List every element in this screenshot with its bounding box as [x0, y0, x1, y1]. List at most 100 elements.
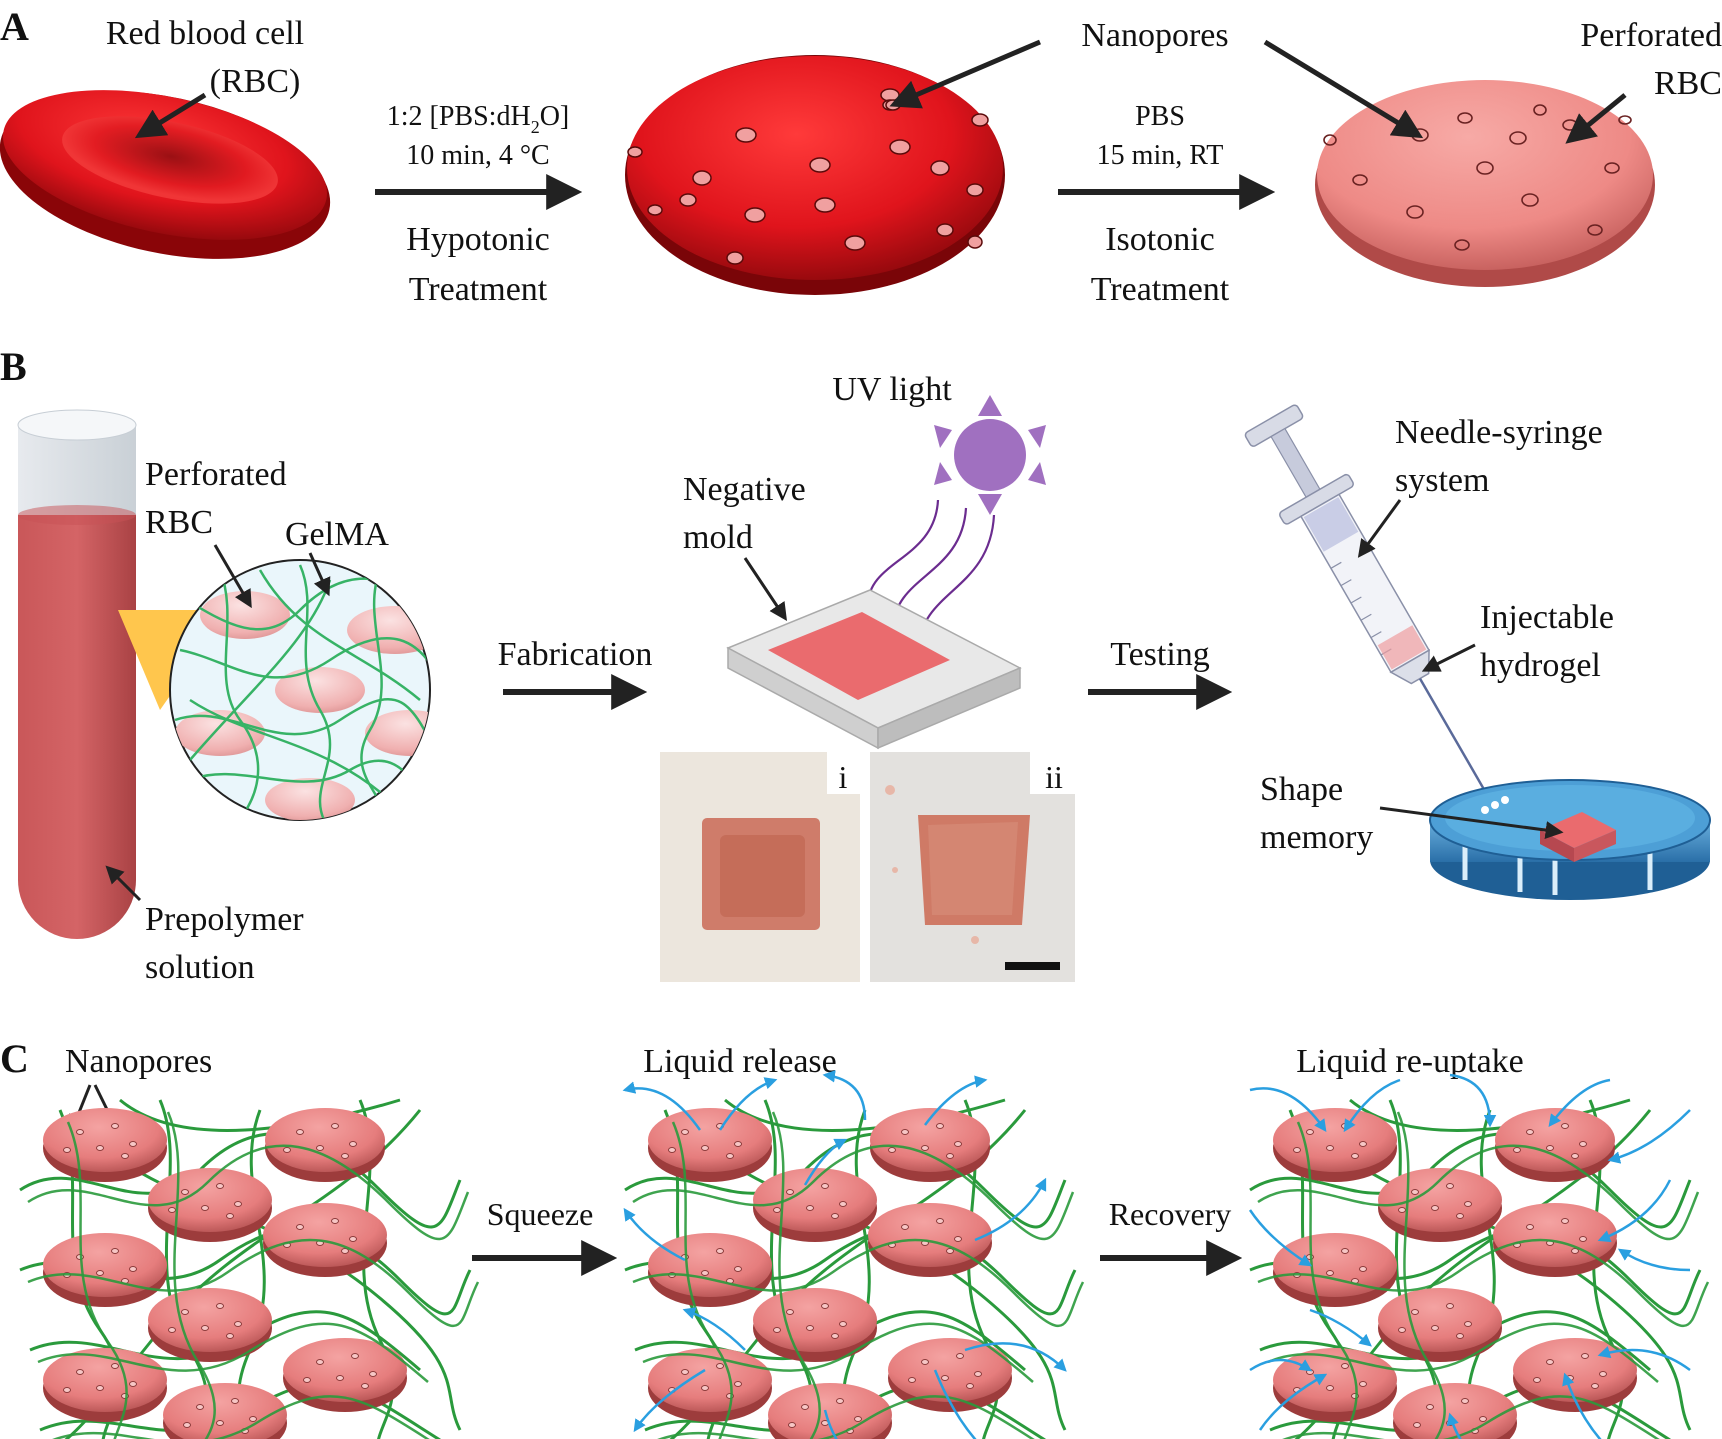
- nanopore: [226, 1213, 234, 1219]
- nanopore: [1431, 1205, 1439, 1211]
- prepolymer-label-line1: Prepolymer: [145, 901, 304, 938]
- nanopore: [786, 1309, 794, 1315]
- perforated-rbc-cell: [888, 1338, 1012, 1412]
- uv-light-label: UV light: [832, 371, 952, 408]
- cell-body: [1378, 1288, 1502, 1352]
- nanopore: [76, 1129, 84, 1135]
- cell-body: [1493, 1203, 1617, 1267]
- nanopore: [129, 1141, 137, 1147]
- shape-memory-label-line1: Shape: [1260, 771, 1343, 808]
- syringe-label-line1: Needle-syringe: [1395, 414, 1603, 451]
- nanopores-pointer: [889, 39, 1041, 109]
- liquid-flow-arrow: [964, 1342, 1067, 1372]
- nanopore: [296, 1129, 304, 1135]
- nanopore: [349, 1141, 357, 1147]
- hydrogel-fiber: [1349, 1098, 1631, 1132]
- nanopore: [701, 1385, 709, 1391]
- nanopore: [954, 1141, 962, 1147]
- negative-mold-pointer: [743, 557, 787, 621]
- nanopore: [1533, 1377, 1541, 1383]
- nanopore: [821, 1183, 829, 1189]
- liquid-flow-arrow: [633, 1368, 706, 1433]
- nanopore: [216, 1183, 224, 1189]
- cell-body: [1273, 1108, 1397, 1172]
- magnified-gel-view: [169, 559, 431, 821]
- nanopore: [901, 1224, 909, 1230]
- nanopore: [801, 1404, 809, 1410]
- nanopore: [1398, 1327, 1406, 1333]
- nanopore: [936, 1123, 944, 1129]
- nanopore: [954, 1236, 962, 1242]
- nanopore: [201, 1205, 209, 1211]
- perforated-rbc-cell: [648, 1233, 772, 1307]
- recovery-label: Recovery: [1109, 1196, 1232, 1232]
- nanopore: [1446, 1183, 1454, 1189]
- cell-body: [753, 1288, 877, 1352]
- nanopore: [121, 1153, 129, 1159]
- prepolymer-label-line2: solution: [145, 949, 255, 986]
- nanopore: [316, 1145, 324, 1151]
- hydrogel-cluster-squeezed: [622, 1070, 1085, 1439]
- liquid-flow-arrow: [1258, 1373, 1328, 1431]
- hypotonic-name-line2: Treatment: [409, 271, 548, 308]
- liquid-flow-arrow: [822, 1070, 867, 1121]
- rbc-label-line1: Red blood cell: [106, 15, 304, 52]
- nanopore: [181, 1309, 189, 1315]
- syringe-illustration: [1244, 404, 1512, 836]
- nanopore: [1591, 1383, 1599, 1389]
- liquid-flow-arrow: [623, 1207, 686, 1262]
- nanopore: [1546, 1145, 1554, 1151]
- nanopore: [1479, 1416, 1487, 1422]
- cell-body: [263, 1203, 387, 1267]
- nanopore: [183, 1422, 191, 1428]
- nanopore: [1571, 1153, 1579, 1159]
- hydrogel-fiber: [119, 1098, 401, 1132]
- liquid-flow-arrow: [1607, 1109, 1691, 1164]
- nanopore: [111, 1363, 119, 1369]
- hydrogel-fiber: [671, 1121, 733, 1439]
- nanopore: [836, 1398, 844, 1404]
- nanopore: [726, 1153, 734, 1159]
- cell-body: [1495, 1108, 1615, 1172]
- liquid-flow-arrow: [682, 1307, 746, 1351]
- fabrication-label: Fabrication: [498, 636, 653, 673]
- nanopore: [831, 1333, 839, 1339]
- cell-body: [43, 1233, 167, 1297]
- liquid-flow-arrow: [1248, 1209, 1313, 1267]
- hypotonic-conditions-line2: 10 min, 4 °C: [406, 140, 549, 171]
- hydrogel-fiber: [79, 1128, 462, 1431]
- nanopore: [351, 1353, 359, 1359]
- perforated-rbc-cell: [753, 1288, 877, 1362]
- hydrogel-fiber: [1267, 1322, 1659, 1383]
- perforated-rbc-cell: [265, 1108, 385, 1182]
- syringe-label-line2: system: [1395, 462, 1489, 499]
- nanopore: [369, 1371, 377, 1377]
- hydrogel-fiber: [1282, 1395, 1660, 1439]
- nanopore: [111, 1248, 119, 1254]
- nanopore: [1599, 1371, 1607, 1377]
- nanopore: [1341, 1363, 1349, 1369]
- hydrogel-fiber: [1396, 1111, 1446, 1439]
- nanopores-label-a: Nanopores: [1081, 17, 1228, 54]
- hydrogel-fiber: [724, 1098, 1006, 1132]
- perforated-rbc-cell: [1273, 1348, 1397, 1422]
- cell-body: [265, 1108, 385, 1172]
- nanopore: [336, 1375, 344, 1381]
- nanopore: [341, 1248, 349, 1254]
- perforated-rbc-cell: [1273, 1108, 1397, 1182]
- nanopore: [96, 1145, 104, 1151]
- nanopore: [839, 1201, 847, 1207]
- nanopore: [216, 1303, 224, 1309]
- squeeze-label: Squeeze: [487, 1196, 594, 1232]
- nanopore: [1571, 1248, 1579, 1254]
- nanopore: [681, 1369, 689, 1375]
- test-tube-illustration: [17, 409, 137, 939]
- nanopore: [1306, 1129, 1314, 1135]
- nanopore: [921, 1145, 929, 1151]
- nanopore: [806, 1205, 814, 1211]
- injectable-label-line2: hydrogel: [1480, 647, 1601, 684]
- hydrogel-fiber: [632, 1144, 1075, 1241]
- perforated-rbc-cell: [43, 1233, 167, 1307]
- hydrogel-fiber: [27, 1144, 470, 1241]
- nanopore: [946, 1153, 954, 1159]
